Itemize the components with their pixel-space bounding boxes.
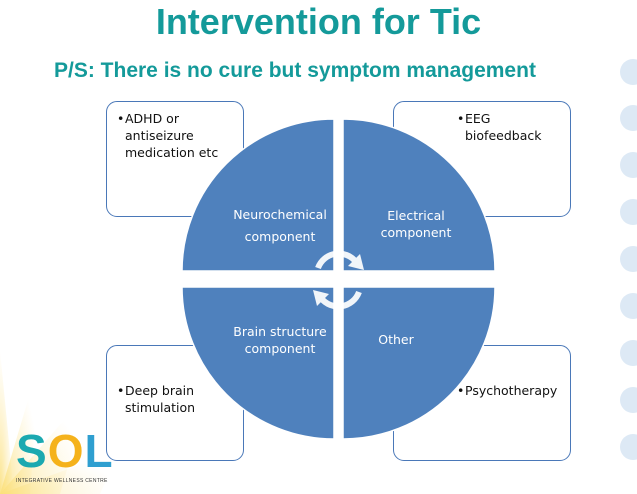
logo-tagline: INTEGRATIVE WELLNESS CENTRE — [16, 478, 108, 484]
quadrant-label-neurochemical-line2: component — [244, 229, 316, 244]
page-subtitle: P/S: There is no cure but symptom manage… — [54, 59, 536, 82]
quadrant-label-brain-structure: Brain structure component — [220, 323, 340, 357]
quadrant-label-other: Other — [336, 330, 456, 349]
decorative-side-circles — [620, 59, 637, 460]
box-psychotherapy-text: Psychotherapy — [457, 382, 565, 399]
quadrant-label-brain-structure-line1: Brain structure — [233, 324, 327, 339]
quadrant-label-electrical: Electrical component — [356, 207, 476, 241]
quadrant-top-left — [181, 118, 335, 272]
sol-logo: SOL INTEGRATIVE WELLNESS CENTRE — [14, 426, 124, 494]
logo-letter-l: L — [84, 425, 114, 477]
quadrant-label-electrical-line2: component — [380, 225, 452, 240]
page-title: Intervention for Tic — [155, 1, 482, 42]
box-deep-brain-stimulation-text: Deep brain stimulation — [117, 382, 233, 416]
circular-arrows-icon — [313, 250, 364, 310]
quadrant-label-neurochemical: Neurochemical component — [220, 204, 340, 248]
quadrant-label-neurochemical-line1: Neurochemical — [233, 207, 327, 222]
quadrant-top-right — [342, 118, 496, 272]
quadrant-label-brain-structure-line2: component — [244, 341, 316, 356]
quadrant-bottom-left — [181, 286, 335, 440]
box-medication: ADHD or antiseizure medication etc — [106, 101, 244, 217]
logo-letter-o: O — [47, 425, 85, 477]
decorative-sunburst — [0, 350, 120, 494]
quadrant-label-electrical-line1: Electrical — [387, 208, 445, 223]
box-medication-text: ADHD or antiseizure medication etc — [117, 110, 233, 161]
logo-letter-s: S — [16, 425, 48, 477]
sol-logo-wordmark: SOL — [16, 426, 114, 476]
quadrant-bottom-right — [342, 286, 496, 440]
box-eeg-biofeedback-text: EEG biofeedback — [457, 110, 565, 144]
quadrant-label-other-line1: Other — [378, 332, 414, 347]
